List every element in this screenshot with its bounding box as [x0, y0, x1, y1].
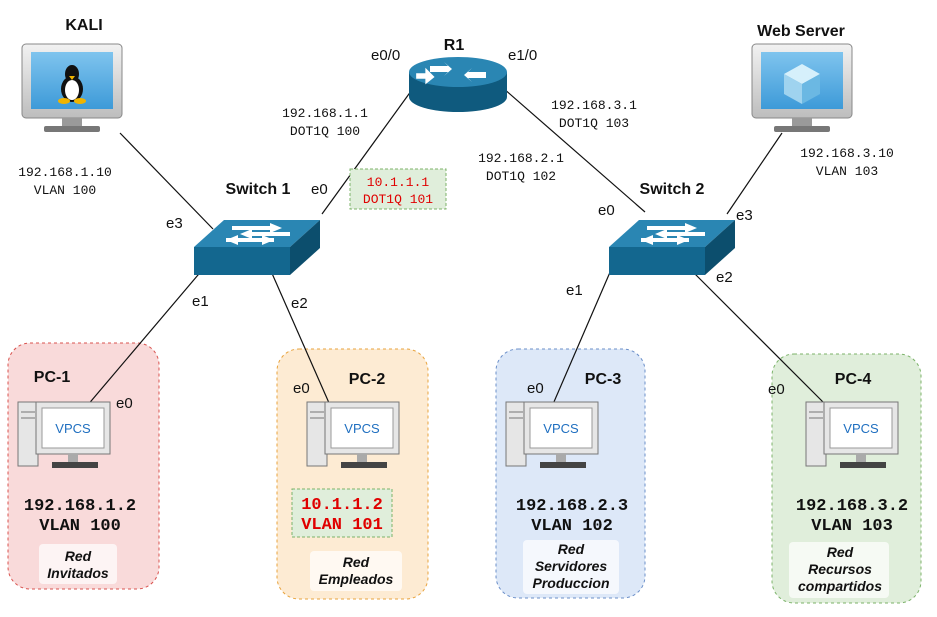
r1-e00-101-ip: 10.1.1.1 — [367, 175, 430, 190]
web-server-vlan: VLAN 103 — [816, 164, 878, 179]
pc3-vlan: VLAN 102 — [531, 517, 613, 536]
pc2-computer-icon[interactable]: VPCS — [306, 401, 400, 468]
pc4-net-line1: Red — [827, 544, 854, 560]
kali-label: KALI — [65, 17, 102, 34]
switch2-port-e3: e3 — [736, 207, 753, 224]
r1-e10-dot1q-102: DOT1Q 102 — [486, 169, 556, 184]
pc1-net-line1: Red — [65, 548, 92, 564]
router-port-e0-0: e0/0 — [371, 47, 400, 64]
web-server-ip: 192.168.3.10 — [800, 146, 894, 161]
pc4-port-e0: e0 — [768, 381, 785, 398]
r1-e10-dot1q-103: DOT1Q 103 — [559, 116, 629, 131]
pc4-vlan: VLAN 103 — [811, 517, 893, 536]
switch1-port-e0: e0 — [311, 181, 328, 198]
pc2-vlan: VLAN 101 — [301, 516, 383, 535]
pc4-ip: 192.168.3.2 — [796, 497, 908, 516]
r1-e00-101-dot1q: DOT1Q 101 — [363, 192, 433, 207]
switch2-label: Switch 2 — [640, 181, 705, 198]
pc3-net-line1: Red — [558, 541, 585, 557]
links — [74, 86, 826, 421]
router-label: R1 — [444, 37, 465, 54]
r1-e10-ip-102: 192.168.2.1 — [478, 151, 564, 166]
link-r1-sw2 — [502, 87, 646, 213]
pc1-screen-text: VPCS — [55, 421, 91, 436]
net-box-pc4 — [789, 542, 889, 598]
pc4-label: PC-4 — [835, 371, 872, 388]
pc2-port-e0: e0 — [293, 380, 310, 397]
switch2-port-e0: e0 — [598, 202, 615, 219]
pc3-label: PC-3 — [585, 371, 622, 388]
link-sw2-pc3 — [546, 262, 615, 419]
switch2-port-e2: e2 — [716, 269, 733, 286]
pc1-label: PC-1 — [34, 369, 71, 386]
pc1-port-e0: e0 — [116, 395, 133, 412]
r1-e10-ip-103: 192.168.3.1 — [551, 98, 637, 113]
link-sw1-r1 — [321, 86, 415, 215]
net-box-pc3 — [523, 540, 619, 594]
switch1-port-e3: e3 — [166, 215, 183, 232]
switch1-port-e1: e1 — [192, 293, 209, 310]
pc3-ip: 192.168.2.3 — [516, 497, 628, 516]
highlight-box-r1-101 — [349, 168, 447, 210]
link-sw1-pc1 — [74, 261, 210, 421]
pc3-port-e0: e0 — [527, 380, 544, 397]
pc2-net-line1: Red — [343, 554, 370, 570]
pc4-net-line3: compartidos — [798, 578, 882, 594]
router-icon[interactable] — [405, 44, 507, 112]
kali-computer-icon[interactable] — [21, 43, 123, 132]
pc2-label: PC-2 — [349, 371, 386, 388]
pc1-computer-icon[interactable]: VPCS — [17, 401, 111, 468]
net-box-pc2 — [310, 551, 402, 591]
r1-e00-dot1q: DOT1Q 100 — [290, 124, 360, 139]
r1-e00-ip: 192.168.1.1 — [282, 106, 368, 121]
pc2-ip: 10.1.1.2 — [301, 496, 383, 515]
pc3-screen-text: VPCS — [543, 421, 579, 436]
web-server-computer-icon[interactable] — [751, 43, 853, 132]
pc1-ip: 192.168.1.2 — [24, 497, 136, 516]
switch1-icon[interactable] — [194, 220, 320, 275]
pc2-net-line2: Empleados — [319, 571, 394, 587]
switch1-port-e2: e2 — [291, 295, 308, 312]
highlight-box-pc2 — [291, 488, 393, 538]
web-server-label: Web Server — [757, 23, 845, 40]
pc4-net-line2: Recursos — [808, 561, 872, 577]
pc3-net-line3: Produccion — [532, 575, 609, 591]
pc2-screen-text: VPCS — [344, 421, 380, 436]
pc1-vlan: VLAN 100 — [39, 517, 121, 536]
router-port-e1-0: e1/0 — [508, 47, 537, 64]
link-web-sw2 — [726, 132, 783, 215]
pc1-net-line2: Invitados — [47, 565, 109, 581]
pc4-screen-text: VPCS — [843, 421, 879, 436]
net-box-pc1 — [39, 544, 117, 584]
switch1-label: Switch 1 — [226, 181, 291, 198]
pc4-computer-icon[interactable]: VPCS — [805, 401, 899, 468]
link-sw2-pc4 — [683, 262, 826, 405]
switch2-port-e1: e1 — [566, 282, 583, 299]
kali-ip: 192.168.1.10 — [18, 165, 112, 180]
kali-vlan: VLAN 100 — [34, 183, 96, 198]
link-sw1-pc2 — [266, 261, 334, 413]
link-kali-sw1 — [119, 132, 214, 230]
pc3-net-line2: Servidores — [535, 558, 608, 574]
pc3-computer-icon[interactable]: VPCS — [505, 401, 599, 468]
switch2-icon[interactable] — [609, 220, 735, 275]
